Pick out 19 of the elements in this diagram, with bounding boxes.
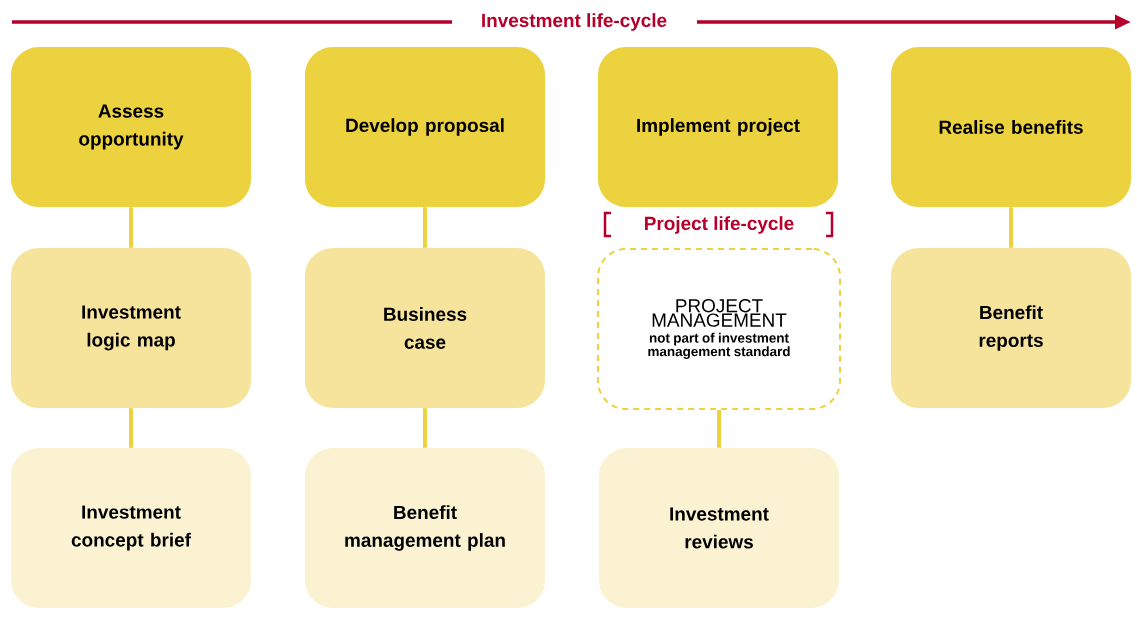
process-box: Benefit reports (891, 248, 1131, 408)
connector-line (1009, 207, 1013, 248)
process-box: Benefit management plan (305, 448, 545, 608)
process-box: Develop proposal (305, 47, 545, 207)
process-box: Assess opportunity (11, 47, 251, 207)
process-box: Business case (305, 248, 545, 408)
connector-line (423, 207, 427, 248)
process-box: Implement project (598, 47, 838, 207)
title: Investment life-cycle (482, 13, 667, 31)
heading: Project life-cycle (645, 216, 794, 234)
process-box: Investment logic map (11, 248, 251, 408)
connector-line (129, 207, 133, 248)
process-box: Realise benefits (891, 47, 1131, 207)
process-box: Investment reviews (599, 448, 839, 608)
connector-line (717, 410, 721, 448)
connector-line (423, 408, 427, 448)
connector-line (129, 408, 133, 448)
dashed-box: PROJECT MANAGEMENT not part of investment management standard (597, 248, 841, 410)
process-box: Investment concept brief (11, 448, 251, 608)
